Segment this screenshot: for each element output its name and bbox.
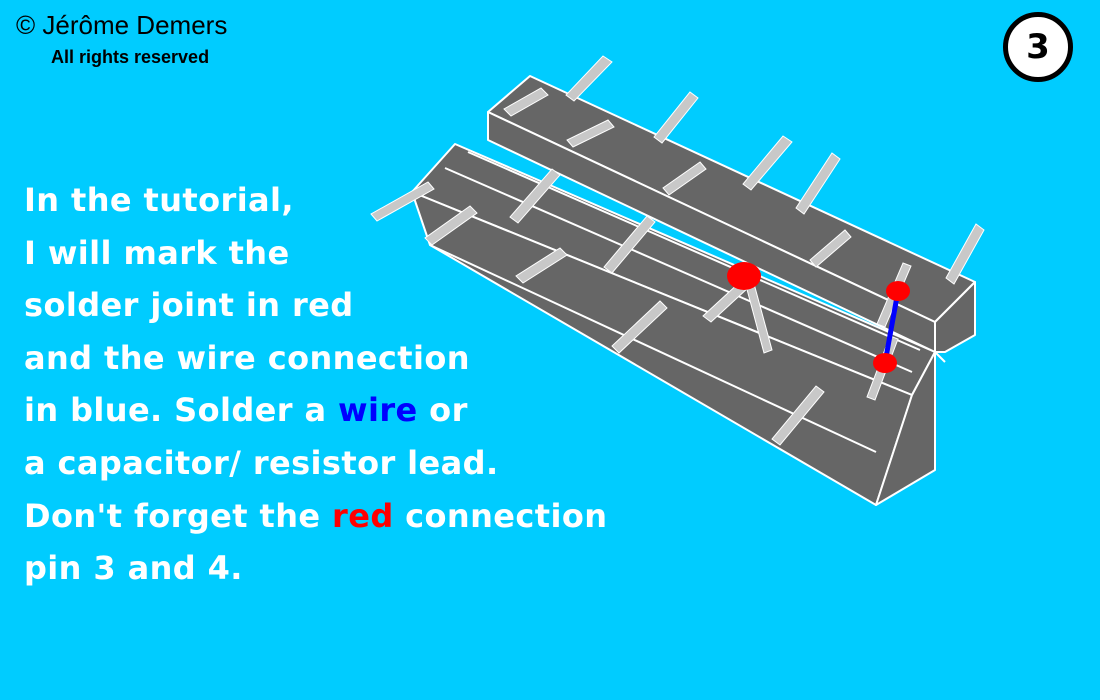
contact-pin <box>603 215 656 274</box>
instruction-line: solder joint in red <box>24 286 354 325</box>
step-number: 3 <box>1026 27 1050 67</box>
contact-pin <box>742 135 793 191</box>
contact-pin <box>566 119 615 148</box>
contact-pin <box>945 223 985 285</box>
instruction-line: in blue. Solder a wire or <box>24 384 704 437</box>
contact-pin <box>771 385 825 446</box>
contact-pin <box>424 205 478 246</box>
instruction-line: I will mark the <box>24 233 290 272</box>
contact-pin <box>611 300 668 354</box>
contact-pin <box>565 55 613 102</box>
step-number-badge: 3 <box>1003 12 1073 82</box>
instruction-line: In the tutorial, <box>24 181 294 219</box>
rights-notice: All rights reserved <box>51 47 210 67</box>
instruction-fragment: in blue. Solder a <box>24 391 339 430</box>
instruction-line: and the wire connection <box>24 338 470 377</box>
instruction-fragment: or <box>417 391 468 430</box>
contact-pin <box>662 161 707 196</box>
instruction-fragment: connection <box>393 496 608 535</box>
contact-pin <box>653 91 699 144</box>
contact-pin <box>809 229 852 268</box>
instruction-line: a capacitor/ resistor lead. <box>24 443 499 482</box>
solder-joint <box>873 353 897 373</box>
contact-pin <box>509 168 561 224</box>
contact-pin <box>370 181 435 222</box>
instruction-line: pin 3 and 4. <box>24 549 243 588</box>
solder-joint <box>727 262 761 290</box>
contact-pin <box>515 247 568 284</box>
contact-pin <box>795 152 841 215</box>
instruction-line: Don't forget the red connection <box>24 490 704 543</box>
chip-end-face <box>875 281 976 506</box>
instruction-fragment: Don't forget the <box>24 496 333 535</box>
wire-keyword: wire <box>338 391 418 430</box>
chip-groove-line <box>934 351 946 363</box>
solder-joint <box>886 281 910 301</box>
copyright-notice: © Jérôme Demers <box>16 10 228 40</box>
contact-pin <box>503 87 549 117</box>
instruction-text: In the tutorial, I will mark the solder … <box>24 174 704 595</box>
jumper-wire <box>882 288 901 366</box>
red-keyword: red <box>332 496 394 535</box>
